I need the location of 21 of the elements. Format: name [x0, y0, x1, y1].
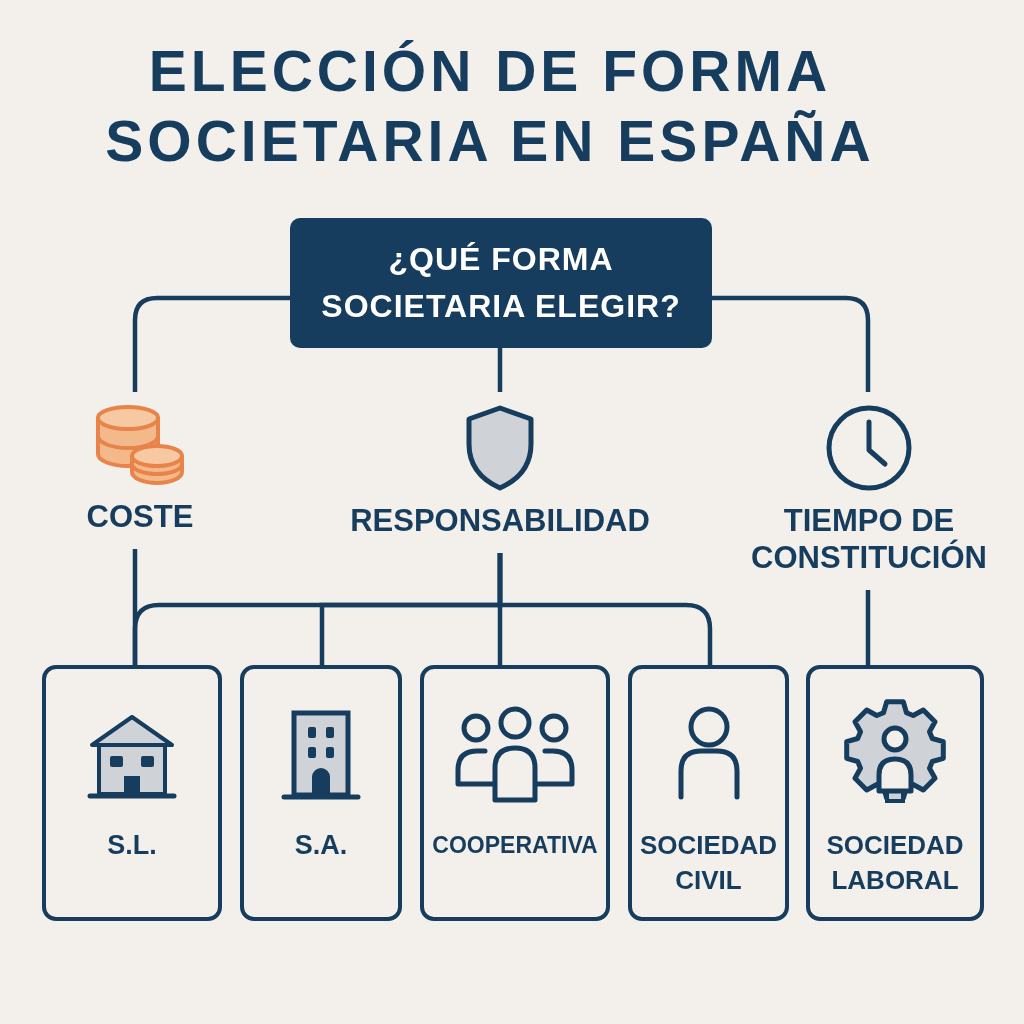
option-card [806, 665, 984, 921]
card-label: S.A. [294, 830, 348, 860]
option-card [628, 665, 789, 921]
criterion-label: TIEMPO DE CONSTITUCIÓN [750, 502, 988, 576]
question-box [290, 218, 712, 348]
criterion-label: RESPONSABILIDAD [350, 502, 650, 539]
connector-line [497, 348, 503, 392]
question-text: ¿QUÉ FORMA SOCIETARIA ELEGIR? [320, 240, 682, 326]
card-label: S.L. [107, 830, 157, 860]
option-card [420, 665, 610, 921]
diagram-title: ELECCIÓN DE FORMA SOCIETARIA EN ESPAÑA [104, 38, 876, 175]
connector-line [132, 295, 290, 392]
card-label: SOCIEDAD CIVIL [639, 830, 778, 895]
connector-line [497, 553, 713, 665]
card-label: SOCIEDAD LABORAL [826, 830, 964, 895]
criterion-label: COSTE [86, 498, 194, 535]
option-card [240, 665, 402, 921]
connector-line [712, 295, 871, 392]
card-label: COOPERATIVA [432, 832, 598, 858]
connector-line [865, 590, 871, 665]
option-card [42, 665, 222, 921]
